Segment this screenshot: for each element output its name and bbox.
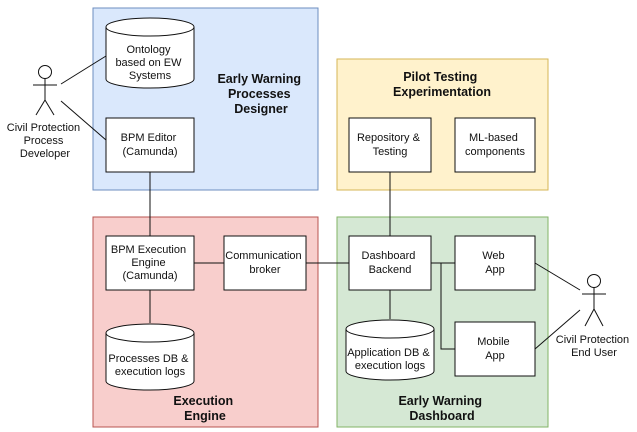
ontology-label-2: based on EW (115, 57, 182, 69)
mobile-app-label-1: Mobile (477, 336, 509, 348)
mobile-app-label-2: App (485, 350, 505, 362)
developer-label-3: Developer (20, 148, 70, 160)
edge-backend-mobileapp (440, 263, 455, 350)
ml-components-box: ML-based components (454, 117, 536, 173)
application-database: Application DB & execution logs (345, 319, 435, 381)
edge-webapp-enduser (534, 262, 581, 291)
developer-label-1: Civil Protection (7, 122, 80, 134)
communication-broker-box: Communication broker (223, 235, 307, 291)
repository-label-2: Testing (373, 146, 408, 158)
bpm-editor-box: BPM Editor (Camunda) (105, 117, 195, 173)
bpm-engine-label-1: BPM Execution (111, 244, 186, 256)
app-db-label-1: Application DB & (347, 347, 430, 359)
execution-title-2: Engine (184, 409, 226, 423)
pilot-title: Pilot Testing Experimentation (393, 70, 491, 99)
mobile-app-box: Mobile App (454, 321, 536, 377)
processes-db-label-1: Processes DB & (108, 353, 189, 365)
edge-mobileapp-enduser (534, 309, 581, 350)
dashboard-title-2: Dashboard (409, 409, 474, 423)
ontology-label-1: Ontology (126, 44, 171, 56)
app-db-label-2: execution logs (355, 360, 426, 372)
connectors (60, 55, 581, 350)
dashboard-title: Early Warning Dashboard (398, 394, 485, 423)
web-app-label-1: Web (482, 250, 504, 262)
edge-developer-bpm-editor (60, 100, 107, 141)
dashboard-title-1: Early Warning (398, 394, 482, 408)
designer-title-1: Early Warning (217, 72, 301, 86)
end-user-label-2: End User (571, 347, 617, 359)
pilot-title-1: Pilot Testing (403, 70, 477, 84)
processes-database: Processes DB & execution logs (105, 323, 195, 391)
ontology-label-3: Systems (129, 70, 172, 82)
dashboard-backend-box: Dashboard Backend (348, 235, 432, 291)
svg-text:Application DB & executi: Application DB & execution logs (347, 347, 433, 372)
svg-text:Communication broker: Communication broker (225, 250, 304, 276)
ml-label-1: ML-based (469, 132, 518, 144)
web-app-label-2: App (485, 264, 505, 276)
broker-label-1: Communication (225, 250, 301, 262)
designer-title-2: Processes (228, 87, 291, 101)
svg-text:Mobile App: Mobile App (477, 336, 512, 362)
processes-db-label-2: execution logs (115, 366, 186, 378)
repository-box: Repository & Testing (348, 117, 432, 173)
broker-label-2: broker (249, 264, 281, 276)
svg-text:BPM Editor (Camunda): BPM Editor (Camunda) (121, 132, 180, 158)
edge-developer-ontology (60, 55, 107, 85)
bpm-engine-box: BPM Execution Engine (Camunda) (105, 235, 195, 291)
developer-label-2: Process (24, 135, 64, 147)
svg-text:Processes DB & execution: Processes DB & execution logs (108, 353, 191, 378)
svg-text:Repository & Testing: Repository & Testing (357, 132, 423, 158)
web-app-box: Web App (454, 235, 536, 291)
ml-label-2: components (465, 146, 525, 158)
bpm-engine-label-3: (Camunda) (122, 270, 177, 282)
end-user-actor-icon (582, 274, 606, 327)
svg-text:ML-based components: ML-based components (465, 132, 525, 158)
end-user-label: Civil Protection End User (556, 334, 632, 359)
end-user-label-1: Civil Protection (556, 334, 629, 346)
developer-label: Civil Protection Process Developer (7, 122, 83, 160)
designer-title-3: Designer (234, 102, 288, 116)
bpm-editor-label-1: BPM Editor (121, 132, 177, 144)
backend-label-1: Dashboard (362, 250, 416, 262)
svg-text:Web App: Web App (482, 250, 507, 276)
repository-label-1: Repository & (357, 132, 421, 144)
pilot-title-2: Experimentation (393, 85, 491, 99)
svg-text:BPM Execution Engine: BPM Execution Engine (Camunda) (111, 244, 189, 282)
developer-actor-icon (33, 65, 57, 116)
bpm-engine-label-2: Engine (131, 257, 165, 269)
svg-text:Ontology based on EW: Ontology based on EW Systems (115, 44, 184, 82)
designer-title: Early Warning Processes Designer (217, 72, 304, 116)
backend-label-2: Backend (369, 264, 412, 276)
svg-text:Dashboard Backend: Dashboard Backend (362, 250, 419, 276)
ontology-database: Ontology based on EW Systems (105, 17, 195, 89)
execution-title-1: Execution (173, 394, 233, 408)
bpm-editor-label-2: (Camunda) (122, 146, 177, 158)
execution-title: Execution Engine (173, 394, 236, 423)
